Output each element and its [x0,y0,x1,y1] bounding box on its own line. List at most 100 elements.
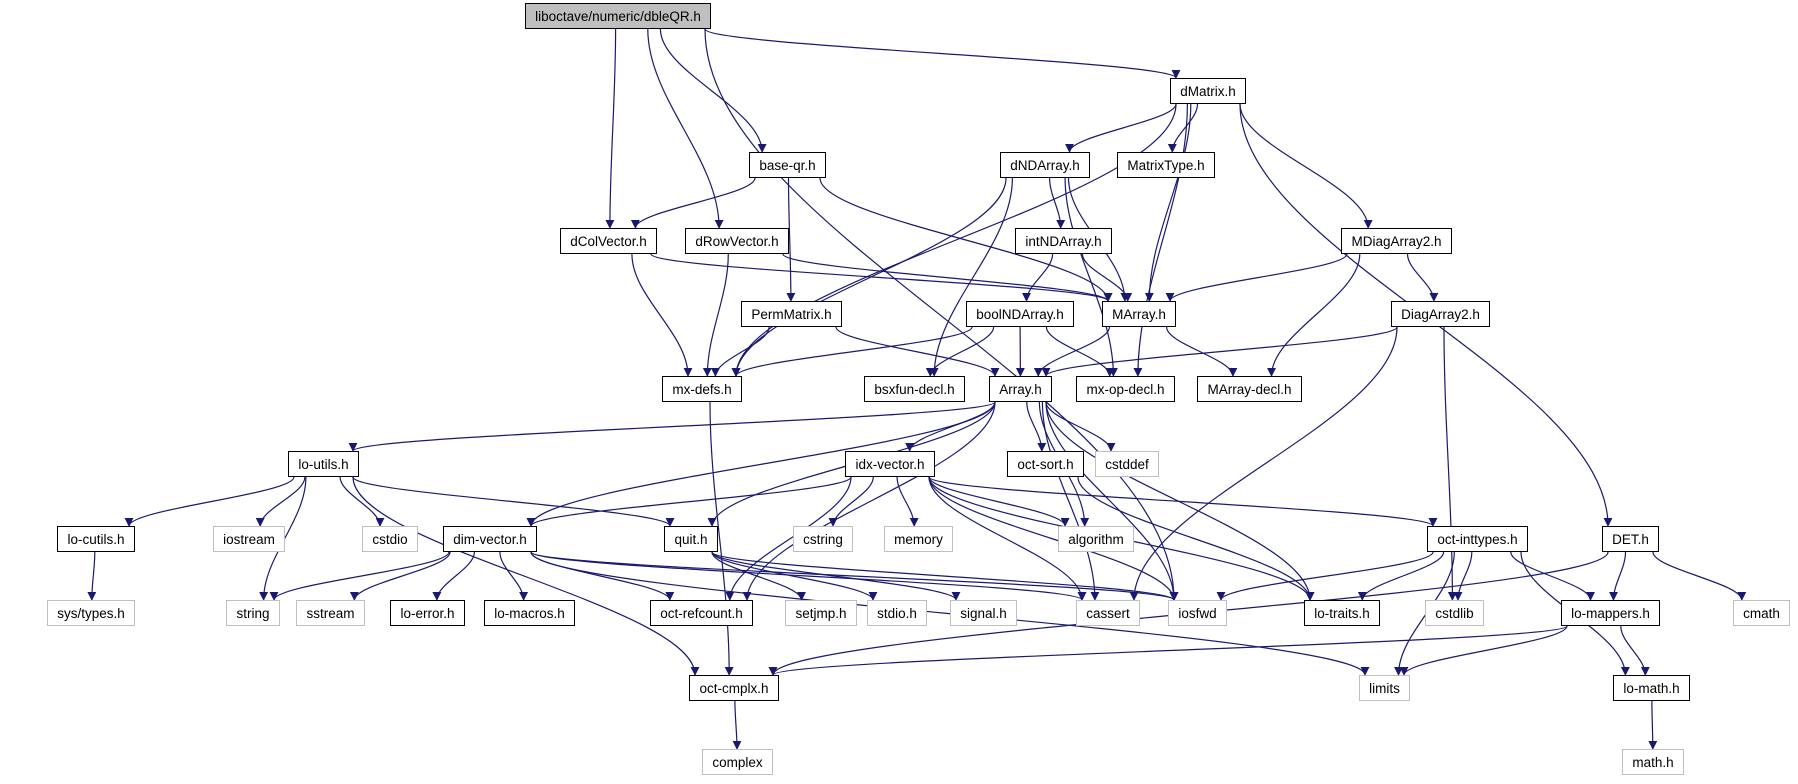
node-label: dRowVector.h [695,233,779,249]
node-intNDArray[interactable]: intNDArray.h [1015,228,1112,254]
edge-dim-vector-to-cassert [530,551,1087,601]
edge-root-to-dColVector [605,28,617,229]
edge-lo-mappers-to-lo-math [1620,625,1650,676]
node-idx-vector[interactable]: idx-vector.h [845,451,935,477]
node-oct-sort[interactable]: oct-sort.h [1007,451,1084,477]
node-label: MArray-decl.h [1207,381,1292,397]
node-dNDArray[interactable]: dNDArray.h [1000,152,1090,178]
node-lo-math[interactable]: lo-math.h [1613,675,1690,701]
node-cassert: cassert [1076,600,1140,626]
node-dColVector[interactable]: dColVector.h [560,228,657,254]
edge-dim-vector-to-lo-macros [499,551,529,601]
edge-Array-to-cstddef [1045,401,1116,452]
node-label: iostream [223,531,275,547]
node-label: MDiagArray2.h [1351,233,1442,249]
node-stdio: stdio.h [867,600,927,626]
edge-boolNDArray-to-mx-defs [731,326,973,377]
edge-dim-vector-to-iosfwd [530,551,1179,601]
edge-idx-vector-to-memory [896,476,919,527]
node-label: cassert [1086,605,1130,621]
node-DET[interactable]: DET.h [1602,526,1659,552]
node-MDiagArray2[interactable]: MDiagArray2.h [1341,228,1452,254]
node-lo-traits[interactable]: lo-traits.h [1304,600,1380,626]
edge-intNDArray-to-MArray [1081,253,1133,302]
node-dim-vector[interactable]: dim-vector.h [443,526,537,552]
edge-dMatrix-to-mx-defs [731,103,1177,377]
edge-idx-vector-to-cstring [828,476,874,527]
edge-idx-vector-to-cassert [928,476,1087,601]
node-label: sys/types.h [57,605,125,621]
node-oct-refcount[interactable]: oct-refcount.h [650,600,753,626]
edge-dColVector-to-MArray [650,253,1113,302]
node-mx-defs[interactable]: mx-defs.h [662,376,742,402]
node-quit[interactable]: quit.h [664,526,718,552]
node-memory: memory [884,526,953,552]
node-MArray-decl[interactable]: MArray-decl.h [1197,376,1302,402]
node-label: lo-cutils.h [67,531,125,547]
node-label: stdio.h [877,605,917,621]
node-dRowVector[interactable]: dRowVector.h [685,228,789,254]
node-dMatrix[interactable]: dMatrix.h [1170,78,1246,104]
node-label: cstdlib [1435,605,1474,621]
node-lo-macros[interactable]: lo-macros.h [484,600,575,626]
node-label: quit.h [674,531,708,547]
edge-oct-cmplx-to-complex [732,700,742,750]
node-label: oct-cmplx.h [699,680,769,696]
edge-lo-utils-to-lo-cutils [124,476,295,527]
node-lo-mappers[interactable]: lo-mappers.h [1561,600,1660,626]
edge-boolNDArray-to-bsxfun-decl [925,326,995,377]
node-MArray[interactable]: MArray.h [1102,301,1176,327]
node-label: dim-vector.h [453,531,527,547]
node-mx-op-decl[interactable]: mx-op-decl.h [1076,376,1175,402]
edge-dim-vector-to-limits [530,551,1370,676]
edge-quit-to-signal [711,551,961,601]
node-oct-cmplx[interactable]: oct-cmplx.h [689,675,779,701]
node-PermMatrix[interactable]: PermMatrix.h [741,301,842,327]
node-setjmp: setjmp.h [785,600,857,626]
node-label: setjmp.h [795,605,847,621]
node-label: dColVector.h [570,233,647,249]
node-label: limits [1369,680,1400,696]
edge-DiagArray2-to-cstdlib [1443,326,1457,601]
node-lo-cutils[interactable]: lo-cutils.h [57,526,135,552]
edge-dColVector-to-mx-defs [631,253,693,377]
edge-DiagArray2-to-Array [1041,326,1398,377]
node-limits: limits [1359,675,1410,701]
node-lo-error[interactable]: lo-error.h [390,600,465,626]
node-sys-types: sys/types.h [47,600,135,626]
node-complex: complex [702,749,773,775]
edge-idx-vector-to-oct-inttypes [928,476,1438,527]
node-label: iosfwd [1178,605,1217,621]
node-label: cstdio [372,531,408,547]
node-boolNDArray[interactable]: boolNDArray.h [966,301,1074,327]
node-root[interactable]: liboctave/numeric/dbleQR.h [525,3,711,29]
node-label: DiagArray2.h [1401,306,1480,322]
node-signal: signal.h [950,600,1017,626]
edge-MArray-to-MArray-decl [1166,326,1238,377]
edge-dMatrix-to-MatrixType [1167,103,1199,153]
node-oct-inttypes[interactable]: oct-inttypes.h [1427,526,1528,552]
node-lo-utils[interactable]: lo-utils.h [288,451,359,477]
edge-root-to-base-qr [659,28,767,153]
node-label: idx-vector.h [855,456,925,472]
node-label: oct-inttypes.h [1437,531,1518,547]
node-MatrixType[interactable]: MatrixType.h [1117,152,1215,178]
edge-root-to-iosfwd [704,28,1179,601]
edge-idx-vector-to-iosfwd [928,476,1179,601]
edge-root-to-dRowVector [647,28,724,229]
node-label: intNDArray.h [1025,233,1102,249]
node-base-qr[interactable]: base-qr.h [749,152,826,178]
edge-Array-to-cassert [1041,401,1100,601]
edge-dRowVector-to-MArray [782,253,1113,302]
node-Array[interactable]: Array.h [989,376,1052,402]
node-bsxfun-decl[interactable]: bsxfun-decl.h [864,376,965,402]
edge-dMatrix-to-MDiagArray2 [1239,103,1373,229]
edge-Array-to-dim-vector [526,401,996,527]
node-label: Array.h [999,381,1042,397]
edge-lo-utils-to-quit [352,476,675,527]
edge-Array-to-lo-utils [348,401,996,452]
node-label: lo-mappers.h [1571,605,1650,621]
node-label: oct-refcount.h [660,605,743,621]
node-DiagArray2[interactable]: DiagArray2.h [1391,301,1490,327]
